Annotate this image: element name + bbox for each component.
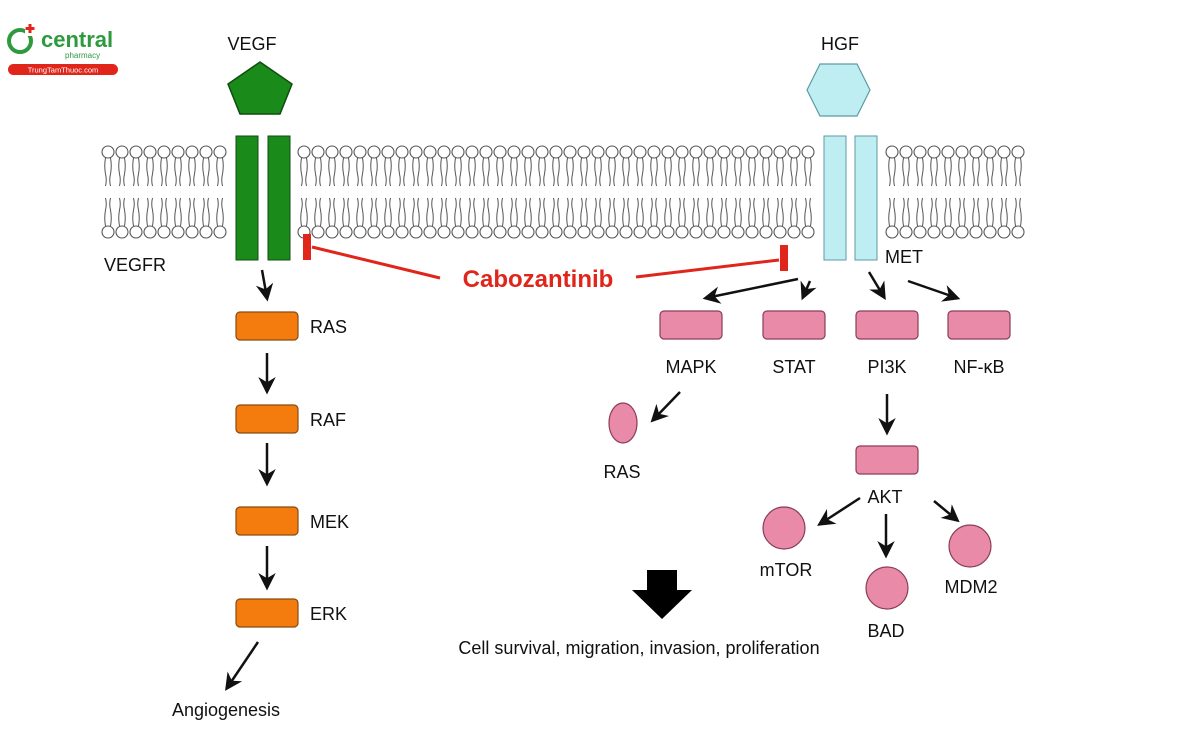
vegf-pathway: RAS RAF MEK ERK Angiogenesis (172, 269, 349, 720)
vegfr-receptor (235, 135, 291, 261)
cell-outcome-label: Cell survival, migration, invasion, prol… (458, 638, 819, 658)
mek-node (235, 506, 299, 536)
vegf-label: VEGF (227, 34, 276, 54)
mdm2-label: MDM2 (945, 577, 998, 597)
mtor-node (762, 506, 806, 550)
hgf-label: HGF (821, 34, 859, 54)
logo-url: TrungTamThuoc.com (28, 66, 99, 75)
stat-node (762, 310, 826, 340)
vegf-ligand-icon (227, 61, 293, 115)
mtor-label: mTOR (760, 560, 813, 580)
down-arrow-icon (632, 570, 692, 619)
logo-name: central (41, 27, 113, 52)
cabozantinib-label: Cabozantinib (463, 266, 614, 293)
inhibition-lines (303, 234, 788, 280)
met-pathway: MAPK STAT PI3K NF-κB RAS AKT mTOR BAD MD… (603, 271, 1011, 641)
bad-node (865, 566, 909, 610)
angiogenesis-label: Angiogenesis (172, 700, 280, 720)
nfkb-node (947, 310, 1011, 340)
ras-label: RAS (310, 317, 347, 337)
akt-label: AKT (867, 487, 902, 507)
nfkb-label: NF-κB (954, 357, 1005, 377)
raf-label: RAF (310, 410, 346, 430)
pi3k-node (855, 310, 919, 340)
met-receptor (823, 135, 878, 261)
met-label: MET (885, 247, 923, 267)
logo-subtitle: pharmacy (65, 51, 100, 60)
bad-label: BAD (867, 621, 904, 641)
vegfr-label: VEGFR (104, 255, 166, 275)
akt-node (855, 445, 919, 475)
cell-membrane (101, 145, 1025, 239)
ras-met-node (608, 402, 638, 444)
ras-node (235, 311, 299, 341)
mapk-label: MAPK (665, 357, 716, 377)
ras-met-label: RAS (603, 462, 640, 482)
mdm2-node (948, 524, 992, 568)
vegfr-inhibition-bar (303, 234, 311, 260)
central-pharmacy-logo: central pharmacy TrungTamThuoc.com (7, 24, 118, 75)
pi3k-label: PI3K (867, 357, 906, 377)
mapk-node (659, 310, 723, 340)
raf-node (235, 404, 299, 434)
mek-label: MEK (310, 512, 349, 532)
hgf-ligand-icon (806, 63, 871, 117)
stat-label: STAT (772, 357, 815, 377)
erk-node (235, 598, 299, 628)
met-inhibition-bar (780, 245, 788, 271)
erk-label: ERK (310, 604, 347, 624)
